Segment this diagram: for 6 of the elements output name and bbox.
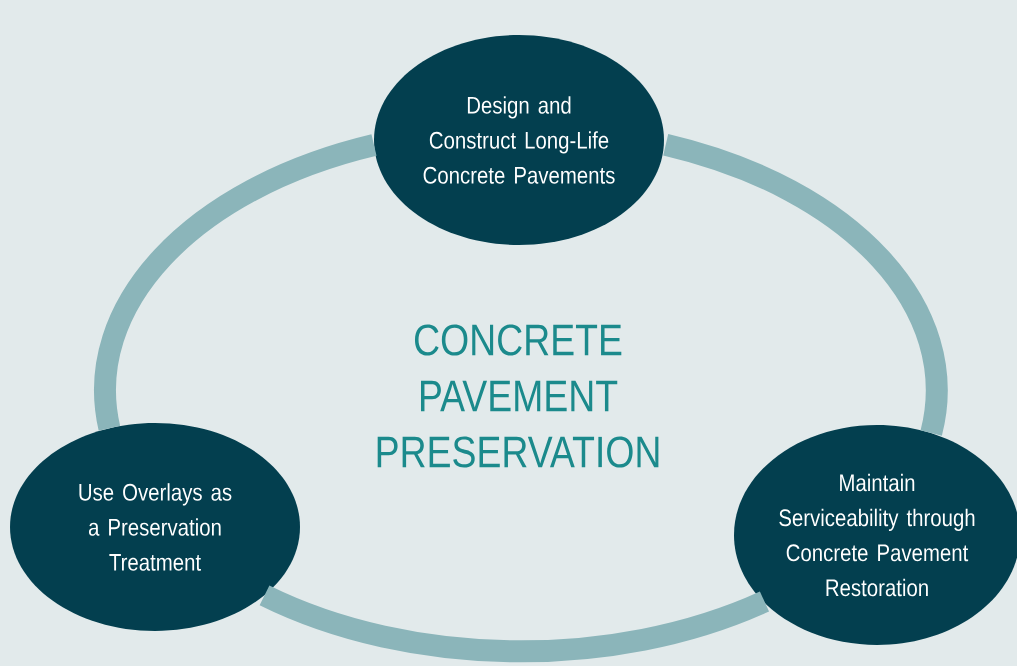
circle-node: Design and Construct Long-Life Concrete Pavements: [374, 35, 664, 245]
circle-node: Use Overlays as a Preservation Treatment: [10, 423, 300, 631]
ring-arc: [662, 134, 948, 435]
ring-arc: [94, 134, 377, 430]
ring-arc: [260, 585, 769, 663]
center-title: CONCRETE PAVEMENT PRESERVATION: [377, 324, 659, 468]
